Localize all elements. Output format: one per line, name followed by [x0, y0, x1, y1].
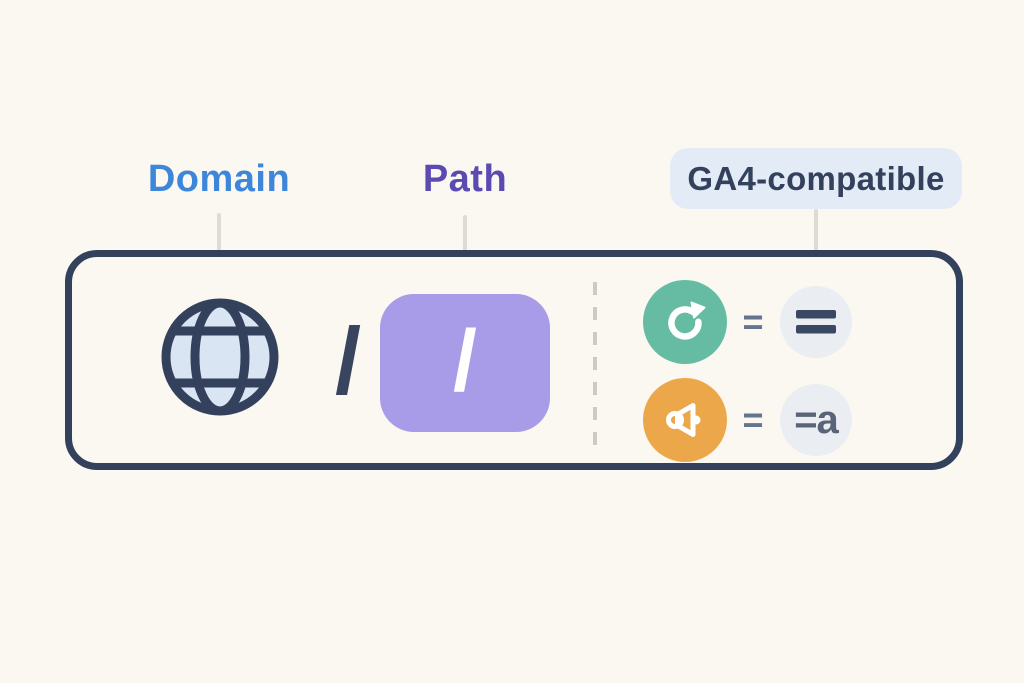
url-structure-box — [65, 250, 963, 470]
path-connector-line — [463, 215, 467, 251]
megaphone-chip — [643, 378, 727, 462]
domain-label: Domain — [147, 158, 291, 200]
regex-result-text: =a — [794, 398, 839, 442]
operator-equals: = — [742, 301, 764, 342]
refresh-chip — [643, 280, 727, 364]
equals-icon — [796, 310, 836, 334]
url-separator-slash: / — [334, 308, 362, 414]
ga4-connector-line — [814, 209, 818, 251]
path-token: / — [380, 294, 550, 432]
globe-icon — [161, 298, 279, 416]
operator-equals: = — [742, 399, 764, 440]
domain-connector-line — [217, 213, 221, 251]
dashed-divider — [593, 282, 597, 450]
ga4-compatible-label: GA4-compatible — [687, 159, 945, 197]
path-token-slash: / — [453, 313, 477, 409]
equals-result-chip — [780, 286, 852, 358]
path-label: Path — [422, 158, 508, 200]
refresh-icon — [668, 301, 706, 340]
regex-result-chip: =a — [780, 384, 852, 456]
megaphone-icon — [666, 403, 701, 437]
ga4-compatible-badge: GA4-compatible — [670, 148, 962, 209]
